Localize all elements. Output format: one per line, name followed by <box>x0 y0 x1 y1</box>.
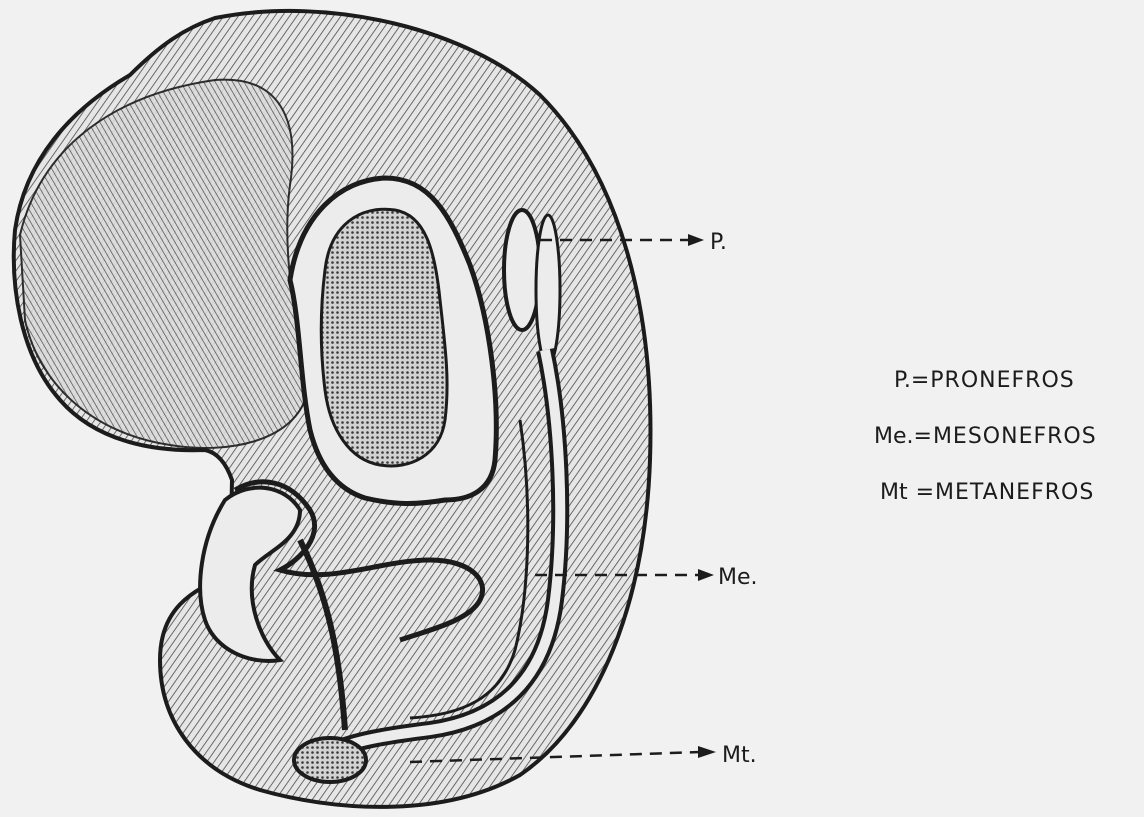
legend-term: METANEFROS <box>935 480 1094 505</box>
legend-abbr: Me. <box>874 424 914 449</box>
arrow-metanefros <box>698 746 716 758</box>
legend-equals: = <box>914 424 933 449</box>
legend: P.=PRONEFROS Me.=MESONEFROS Mt =METANEFR… <box>874 366 1138 534</box>
label-pronefros: P. <box>710 230 727 255</box>
pronefros-tubule-2 <box>536 215 560 365</box>
arrow-mesonefros <box>698 569 714 581</box>
inner-mass <box>321 209 447 466</box>
metanefros-bud <box>294 738 366 782</box>
legend-row-metanefros: Mt =METANEFROS <box>874 478 1138 534</box>
label-mesonefros: Me. <box>718 565 758 590</box>
legend-term: PRONEFROS <box>930 368 1074 393</box>
legend-term: MESONEFROS <box>933 424 1097 449</box>
legend-row-pronefros: P.=PRONEFROS <box>874 366 1138 422</box>
arrow-pronefros <box>688 234 704 246</box>
legend-abbr: P. <box>894 368 911 393</box>
label-metanefros: Mt. <box>722 743 757 768</box>
legend-abbr: Mt <box>880 480 908 505</box>
legend-equals: = <box>908 480 935 505</box>
legend-row-mesonefros: Me.=MESONEFROS <box>874 422 1138 478</box>
legend-equals: = <box>911 368 930 393</box>
pronefros-tubule-1 <box>504 210 540 330</box>
